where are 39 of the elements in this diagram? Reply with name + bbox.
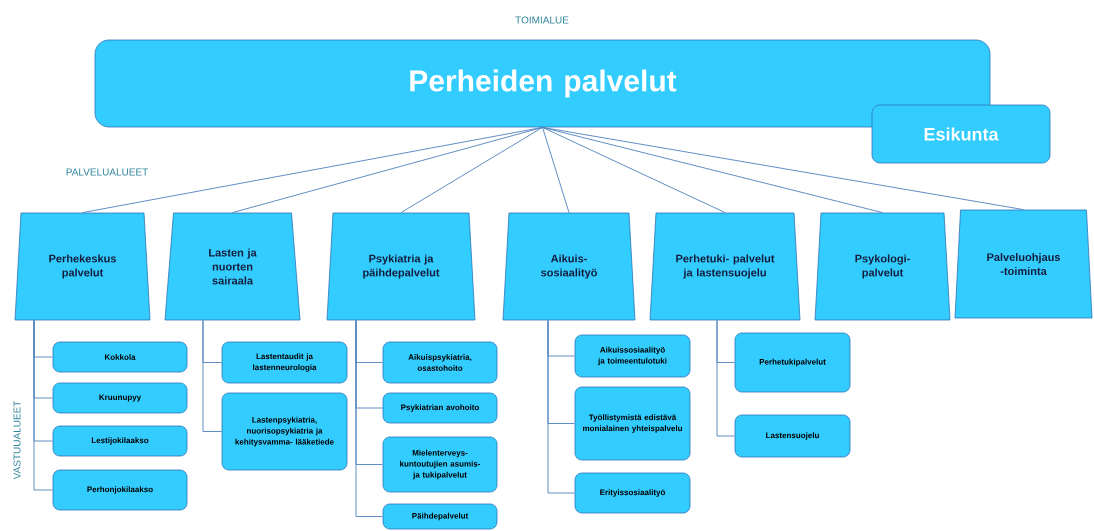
connector-line: [82, 126, 543, 214]
connector-line: [33, 319, 54, 491]
service-area-trapezoid: Psykiatria ja päihdepalvelut: [326, 212, 476, 321]
department-box: Perheiden palvelut: [94, 39, 991, 128]
connector-line: [716, 319, 736, 437]
unit-box: Aikuissosiaalityö ja toimeentulotuki: [574, 334, 691, 378]
connector-line: [542, 126, 1024, 211]
service-area-trapezoid: Perhetuki- palvelut ja lastensuojelu: [649, 212, 801, 321]
unit-box: Lastensuojelu: [734, 414, 851, 458]
unit-box: Mielenterveys- kuntoutujien asumis- ja tukipalvelut: [382, 436, 498, 493]
unit-box: Työllistymistä edistävä monialainen yhteispalvelu: [574, 386, 691, 461]
unit-box: Erityissosiaalityö: [574, 472, 691, 514]
connector-line: [542, 126, 883, 214]
unit-box: Lestijokilaakso: [52, 425, 188, 457]
unit-box: Kruunupyy: [52, 382, 188, 414]
connector-line: [355, 319, 384, 517]
unit-box: Kokkola: [52, 341, 188, 373]
connector-line: [232, 126, 543, 214]
unit-box: Lastenpsykiatria, nuorisopsykiatria ja kehitysvamma- lääketiede: [221, 392, 348, 471]
unit-box: Perhonjokilaakso: [52, 469, 188, 511]
level-label: TOIMIALUE: [515, 16, 569, 24]
unit-box: Aikuispsykiatria, osastohoito: [382, 341, 498, 384]
level-label: PALVELUALUEET: [66, 168, 148, 176]
service-area-trapezoid: Palveluohjaus -toiminta: [954, 209, 1093, 319]
unit-box: Psykiatrian avohoito: [382, 392, 498, 424]
unit-box: Lastentaudit ja lastenneurologia: [221, 341, 348, 384]
unit-box: Perhetukipalvelut: [734, 332, 851, 393]
unit-box: Päihdepalvelut: [382, 503, 498, 530]
connector-line: [400, 126, 543, 214]
staff-box: Esikunta: [871, 104, 1051, 164]
connector-line: [542, 126, 570, 214]
service-area-trapezoid: Lasten ja nuorten sairaala: [164, 212, 301, 321]
connector-line: [202, 319, 223, 432]
connector-line: [542, 126, 726, 214]
service-area-trapezoid: Aikuis- sosiaalityö: [502, 212, 636, 321]
service-area-trapezoid: Psykologi- palvelut: [814, 212, 951, 321]
connector-line: [547, 319, 576, 494]
level-label: VASTUUALUEET: [13, 400, 21, 480]
service-area-trapezoid: Perhekeskus palvelut: [14, 212, 151, 321]
